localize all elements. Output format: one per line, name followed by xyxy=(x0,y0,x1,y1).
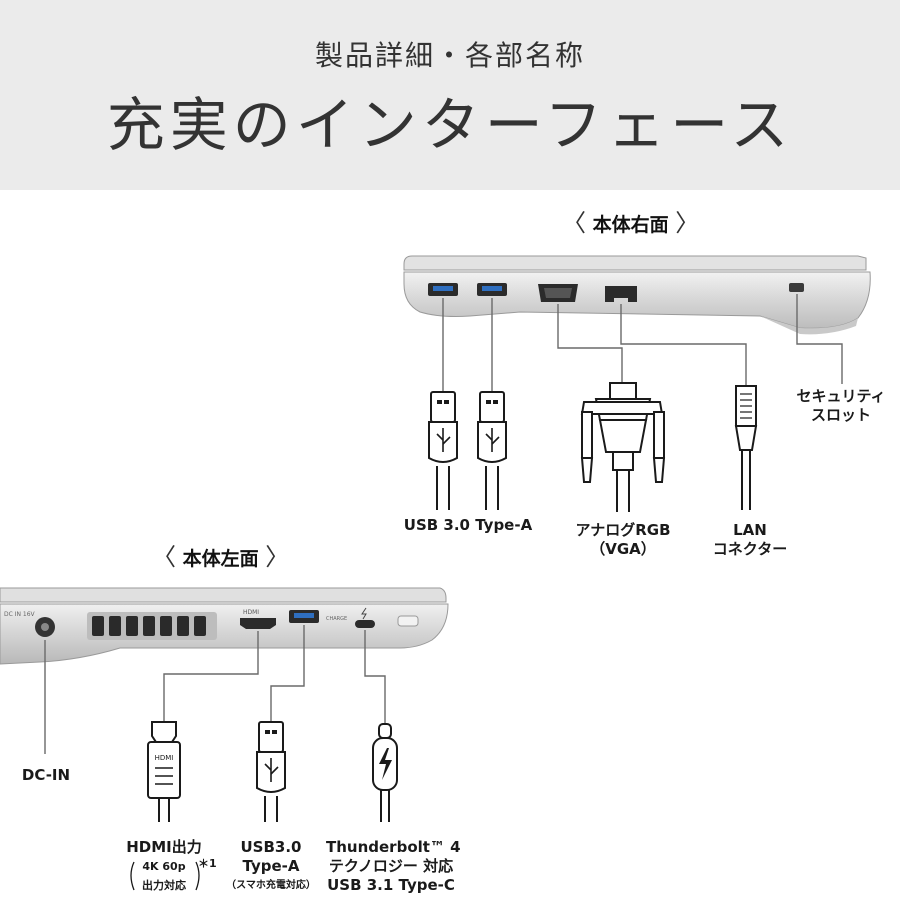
lightning-bolt-icon xyxy=(379,748,392,780)
hdmi-footnote: ＊1 xyxy=(198,857,217,870)
thunderbolt-label: Thunderbolt™ 4 テクノロジー 対応 USB 3.1 Type-C xyxy=(326,838,461,894)
misc-slot xyxy=(397,615,419,627)
charge-marking: CHARGE xyxy=(326,616,347,622)
left-leader-lines xyxy=(44,625,386,754)
lan-port xyxy=(605,286,637,302)
usb-left-label: USB3.0 Type-A （スマホ充電対応） xyxy=(226,838,316,891)
hdmi-label: HDMI出力 4K 60p 出力対応 xyxy=(126,838,202,892)
usb-a-plug-icon xyxy=(256,721,286,822)
usb-port-1 xyxy=(428,283,458,296)
usb-a-label: USB 3.0 Type-A xyxy=(403,516,533,534)
thunderbolt-port xyxy=(355,607,375,628)
right-side-heading-text: 本体右面 xyxy=(592,214,669,236)
right-leader-lines xyxy=(442,294,843,392)
vga-plug-icon xyxy=(580,382,666,512)
dc-in-marking: DC IN 16V xyxy=(4,611,36,618)
vga-port xyxy=(538,284,578,302)
right-side-heading: 〈 本体右面 〉 xyxy=(562,209,700,237)
hdmi-plug-icon: HDMI xyxy=(147,721,181,822)
lan-label: LAN コネクター xyxy=(712,521,788,558)
hdmi-port xyxy=(240,618,276,629)
page-subtitle: 製品詳細・各部名称 xyxy=(314,39,585,72)
usb-port-2 xyxy=(477,283,507,296)
page-title: 充実のインターフェース xyxy=(106,91,794,159)
dc-in-label: DC-IN xyxy=(21,766,71,784)
laptop-right-chassis xyxy=(403,255,871,335)
usb-a-plug-icon xyxy=(428,391,458,510)
svg-text:HDMI: HDMI xyxy=(155,754,174,762)
usb-port-left xyxy=(289,610,319,623)
vga-label: アナログRGB （VGA） xyxy=(575,521,671,558)
left-side-heading-text: 本体左面 xyxy=(182,548,259,570)
security-slot-label: セキュリティ スロット xyxy=(796,387,886,424)
dc-in-port xyxy=(35,617,55,637)
security-slot xyxy=(789,283,804,292)
header-band: 製品詳細・各部名称 充実のインターフェース xyxy=(0,0,900,190)
note-brackets xyxy=(130,861,200,891)
air-vents xyxy=(87,612,217,640)
hdmi-marking: HDMI xyxy=(243,609,259,616)
thunderbolt-plug-icon xyxy=(372,723,398,822)
laptop-left-chassis xyxy=(0,587,449,665)
left-side-heading: 〈 本体左面 〉 xyxy=(152,543,290,571)
usb-a-plug-icon xyxy=(477,391,507,510)
lan-plug-icon xyxy=(734,385,758,510)
